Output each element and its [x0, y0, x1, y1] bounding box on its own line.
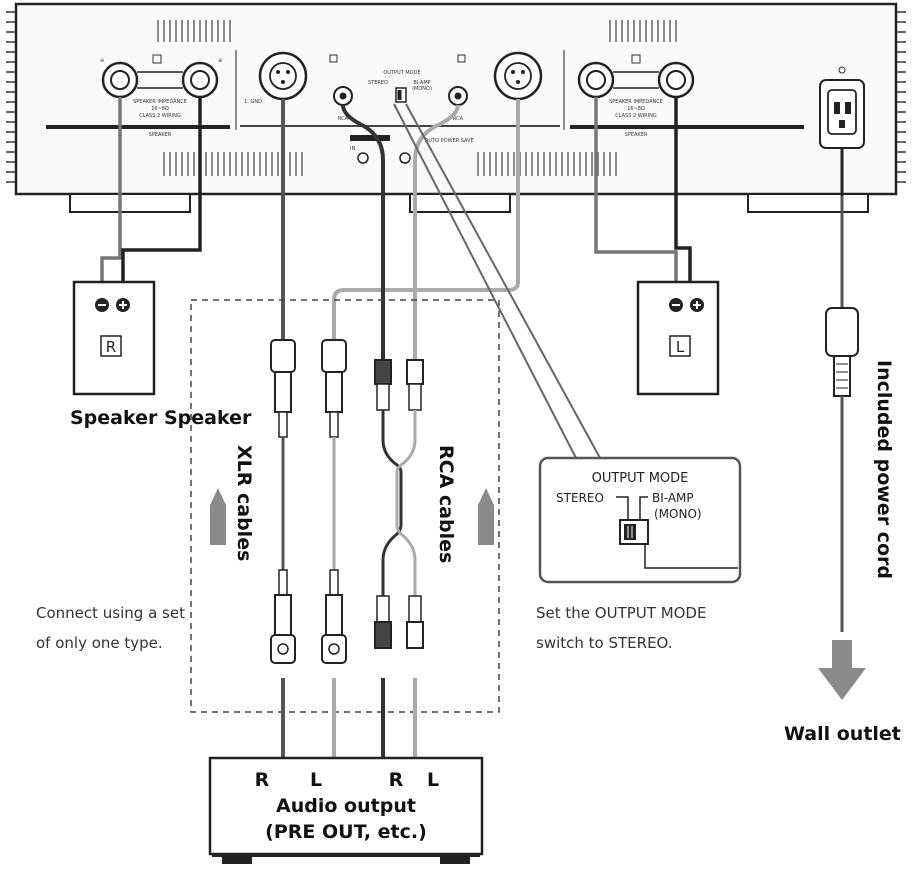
xlr-cables-label: XLR cables [233, 445, 255, 561]
callout-mono-label: (MONO) [654, 507, 702, 521]
impedance-text-r1: SPEAKER IMPEDANCE [133, 99, 187, 105]
plus-mark: ⊕ [218, 58, 222, 64]
panel-biamp-label: BI-AMP [413, 80, 430, 86]
source-r1-label: R [255, 769, 270, 791]
trigger-in-label: IN [350, 146, 355, 152]
ac-inlet [819, 66, 865, 149]
impedance-text-l3: CLASS 2 WIRING [615, 113, 657, 119]
panel-mono-label: (MONO) [412, 86, 432, 92]
speaker-block-label-l: SPEAKER [625, 132, 648, 138]
speaker-terminals-r: ⊖ ⊕ SPEAKER IMPEDANCE 16~8Ω CLASS 2 WIRI… [100, 54, 222, 138]
power-cord [825, 148, 859, 632]
output-mode-callout: OUTPUT MODE STEREO BI-AMP (MONO) [538, 456, 742, 584]
callout-leader [393, 103, 601, 459]
speaker-l-label: L [676, 338, 685, 356]
cable-set-box [190, 299, 500, 713]
one-type-note-line2: of only one type. [36, 634, 163, 652]
xlr-pin-notes: 1: GND [244, 99, 262, 105]
speaker-wires [100, 97, 692, 290]
impedance-text-l1: SPEAKER IMPEDANCE [609, 99, 663, 105]
xlr-cable-l [321, 339, 347, 664]
stereo-note-line2: switch to STEREO. [536, 634, 673, 652]
amplifier-feet [69, 193, 869, 213]
rca-cables-label: RCA cables [435, 445, 457, 563]
top-vents [157, 20, 677, 42]
up-arrow-icon [210, 488, 226, 545]
speaker-box-r: R [72, 280, 156, 396]
xlr-input-r [258, 51, 308, 101]
source-r2-label: R [389, 769, 404, 791]
callout-stereo-label: STEREO [556, 491, 604, 505]
speaker-caption: Speaker Speaker [70, 407, 252, 429]
speaker-r-label: R [106, 338, 116, 356]
audio-source-device: R L R L Audio output (PRE OUT, etc.) [208, 756, 484, 864]
down-arrow-icon [818, 640, 866, 700]
source-title: Audio output [276, 795, 416, 817]
one-type-note-line1: Connect using a set [36, 604, 185, 622]
callout-biamp-label: BI-AMP [652, 491, 694, 505]
bottom-vents [163, 152, 617, 176]
speaker-terminals-l: SPEAKER IMPEDANCE 16~8Ω CLASS 2 WIRING S… [577, 54, 695, 138]
panel-output-mode-label: OUTPUT MODE [383, 70, 420, 76]
speaker-box-l: L [636, 280, 720, 396]
power-cord-label: Included power cord [873, 360, 895, 579]
impedance-text-r3: CLASS 2 WIRING [139, 113, 181, 119]
minus-mark: ⊖ [100, 58, 104, 64]
impedance-text-l2: 16~8Ω [627, 106, 645, 112]
impedance-text-r2: 16~8Ω [151, 106, 169, 112]
rca-label-l: RCA [453, 116, 464, 122]
panel-output-mode-switch: OUTPUT MODE STEREO BI-AMP (MONO) [368, 70, 432, 103]
source-l2-label: L [427, 769, 439, 791]
xlr-cable-r [270, 339, 296, 664]
auto-power-save-label: AUTO POWER SAVE [425, 138, 474, 144]
wall-outlet-label: Wall outlet [784, 723, 901, 745]
trigger-area: IN AUTO POWER SAVE [350, 135, 474, 164]
callout-title: OUTPUT MODE [592, 471, 689, 486]
source-subtitle: (PRE OUT, etc.) [265, 821, 427, 843]
rca-label-r: RCA [338, 116, 349, 122]
panel-stereo-label: STEREO [368, 80, 388, 86]
right-heat-fins [896, 11, 906, 183]
rca-cable-pair [374, 359, 424, 649]
source-l1-label: L [310, 769, 322, 791]
stereo-note-line1: Set the OUTPUT MODE [536, 604, 706, 622]
xlr-input-l [493, 51, 543, 101]
up-arrow-icon [478, 488, 494, 545]
amplifier-rear-panel: ⊖ ⊕ SPEAKER IMPEDANCE 16~8Ω CLASS 2 WIRI… [6, 2, 906, 196]
left-heat-fins [6, 11, 16, 183]
speaker-block-label-r: SPEAKER [149, 132, 172, 138]
